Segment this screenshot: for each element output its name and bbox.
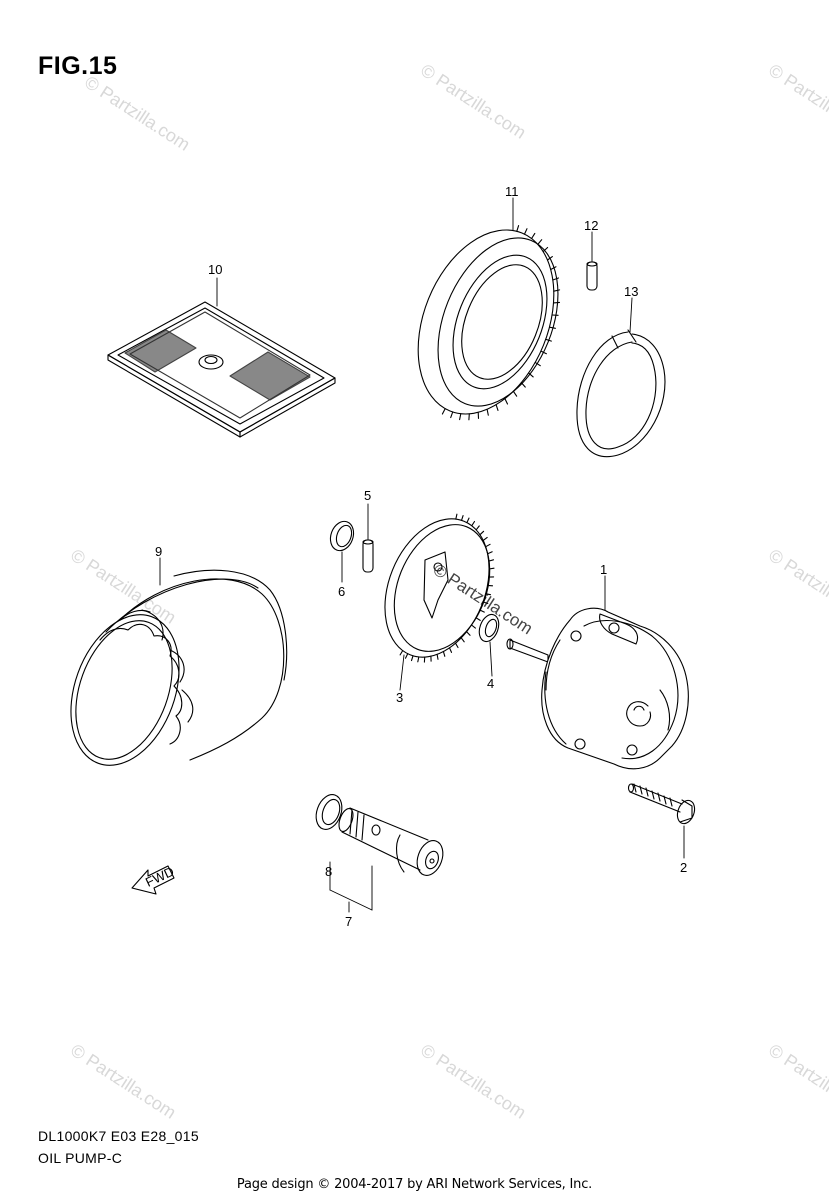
callout-11: 11	[505, 184, 519, 199]
gear-tooth	[520, 382, 526, 388]
gear-tooth	[488, 567, 495, 570]
gear-tooth	[482, 536, 488, 541]
part-5-pin[interactable]	[362, 539, 374, 573]
part-6-circlip[interactable]	[327, 518, 358, 554]
gear-tooth	[448, 647, 453, 653]
part-4-washer[interactable]	[476, 612, 502, 644]
gear-tooth	[471, 520, 476, 527]
part-8-o-ring[interactable]	[312, 791, 347, 833]
gear-tooth	[454, 642, 459, 649]
gear-tooth	[512, 390, 518, 397]
gear-tooth	[417, 656, 420, 663]
section-name: OIL PUMP-C	[38, 1150, 123, 1166]
callout-12: 12	[584, 218, 598, 233]
part-1-oil-pump[interactable]	[506, 607, 689, 770]
model-code: DL1000K7 E03 E28_015	[38, 1128, 199, 1144]
gear-tooth	[534, 361, 541, 367]
gear-tooth	[495, 404, 499, 411]
callout-5: 5	[364, 488, 371, 503]
gear-tooth	[404, 653, 409, 659]
gear-tooth	[475, 525, 480, 531]
gear-tooth	[442, 650, 446, 657]
gear-tooth	[450, 411, 454, 419]
gear-tooth	[475, 617, 481, 621]
gear-tooth	[488, 559, 495, 562]
callout-labels: 1 2 3 4 5 6 7 8 9 10 11 12 13 FWD	[143, 184, 687, 929]
callout-9: 9	[155, 544, 162, 559]
gear-tooth	[545, 338, 552, 342]
gear-tooth	[482, 601, 489, 605]
gear-tooth	[441, 408, 446, 415]
gear-tooth	[528, 372, 534, 378]
callout-3: 3	[396, 690, 403, 705]
gear-tooth	[460, 637, 465, 643]
gear-tooth	[486, 408, 489, 416]
gear-tooth	[470, 624, 476, 629]
gear-tooth	[485, 543, 491, 548]
gear-tooth	[550, 266, 557, 271]
page-footer: Page design © 2004-2017 by ARI Network S…	[236, 1177, 593, 1192]
gear-tooth	[531, 232, 536, 240]
gear-tooth	[542, 246, 549, 253]
gear-tooth	[504, 398, 509, 405]
callout-7: 7	[345, 914, 352, 929]
part-7-union-bolt[interactable]	[336, 807, 447, 879]
gear-tooth	[516, 225, 520, 232]
callout-10: 10	[208, 262, 222, 277]
gear-tooth	[410, 655, 414, 662]
gear-tooth	[540, 350, 547, 355]
gear-tooth	[455, 513, 458, 520]
callout-6: 6	[338, 584, 345, 599]
gear-tooth	[548, 326, 556, 329]
gear-tooth	[459, 413, 462, 421]
part-12-pin[interactable]	[586, 261, 598, 291]
gear-tooth	[466, 631, 471, 636]
gear-tooth	[466, 517, 470, 524]
callout-2: 2	[680, 860, 687, 875]
gear-tooth	[479, 609, 485, 613]
part-9-oil-filter[interactable]	[51, 569, 288, 780]
callout-8: 8	[325, 864, 332, 879]
callout-13: 13	[624, 284, 638, 299]
callout-1: 1	[600, 562, 607, 577]
figure-title: FIG.15	[38, 52, 118, 80]
fwd-arrow-icon	[131, 865, 175, 895]
part-13-circlip[interactable]	[576, 329, 666, 458]
callout-4: 4	[487, 676, 494, 691]
fwd-label: FWD	[143, 864, 176, 890]
part-2-bolt[interactable]	[627, 783, 698, 826]
part-3-driven-gear[interactable]	[366, 503, 509, 672]
gear-tooth	[552, 301, 561, 304]
gear-tooth	[537, 239, 543, 245]
gear-tooth	[552, 277, 560, 281]
gear-tooth	[487, 551, 493, 555]
gear-tooth	[399, 650, 404, 656]
gear-tooth	[553, 289, 561, 292]
gear-tooth	[523, 228, 528, 235]
gear-tooth	[485, 593, 492, 596]
leader-lines	[159, 197, 685, 913]
gear-tooth	[479, 530, 485, 536]
gear-tooth	[436, 653, 439, 660]
gear-tooth	[460, 515, 464, 521]
part-11-gear[interactable]	[393, 210, 581, 434]
part-10-oil-strainer[interactable]	[107, 301, 336, 438]
gear-tooth	[546, 256, 553, 261]
